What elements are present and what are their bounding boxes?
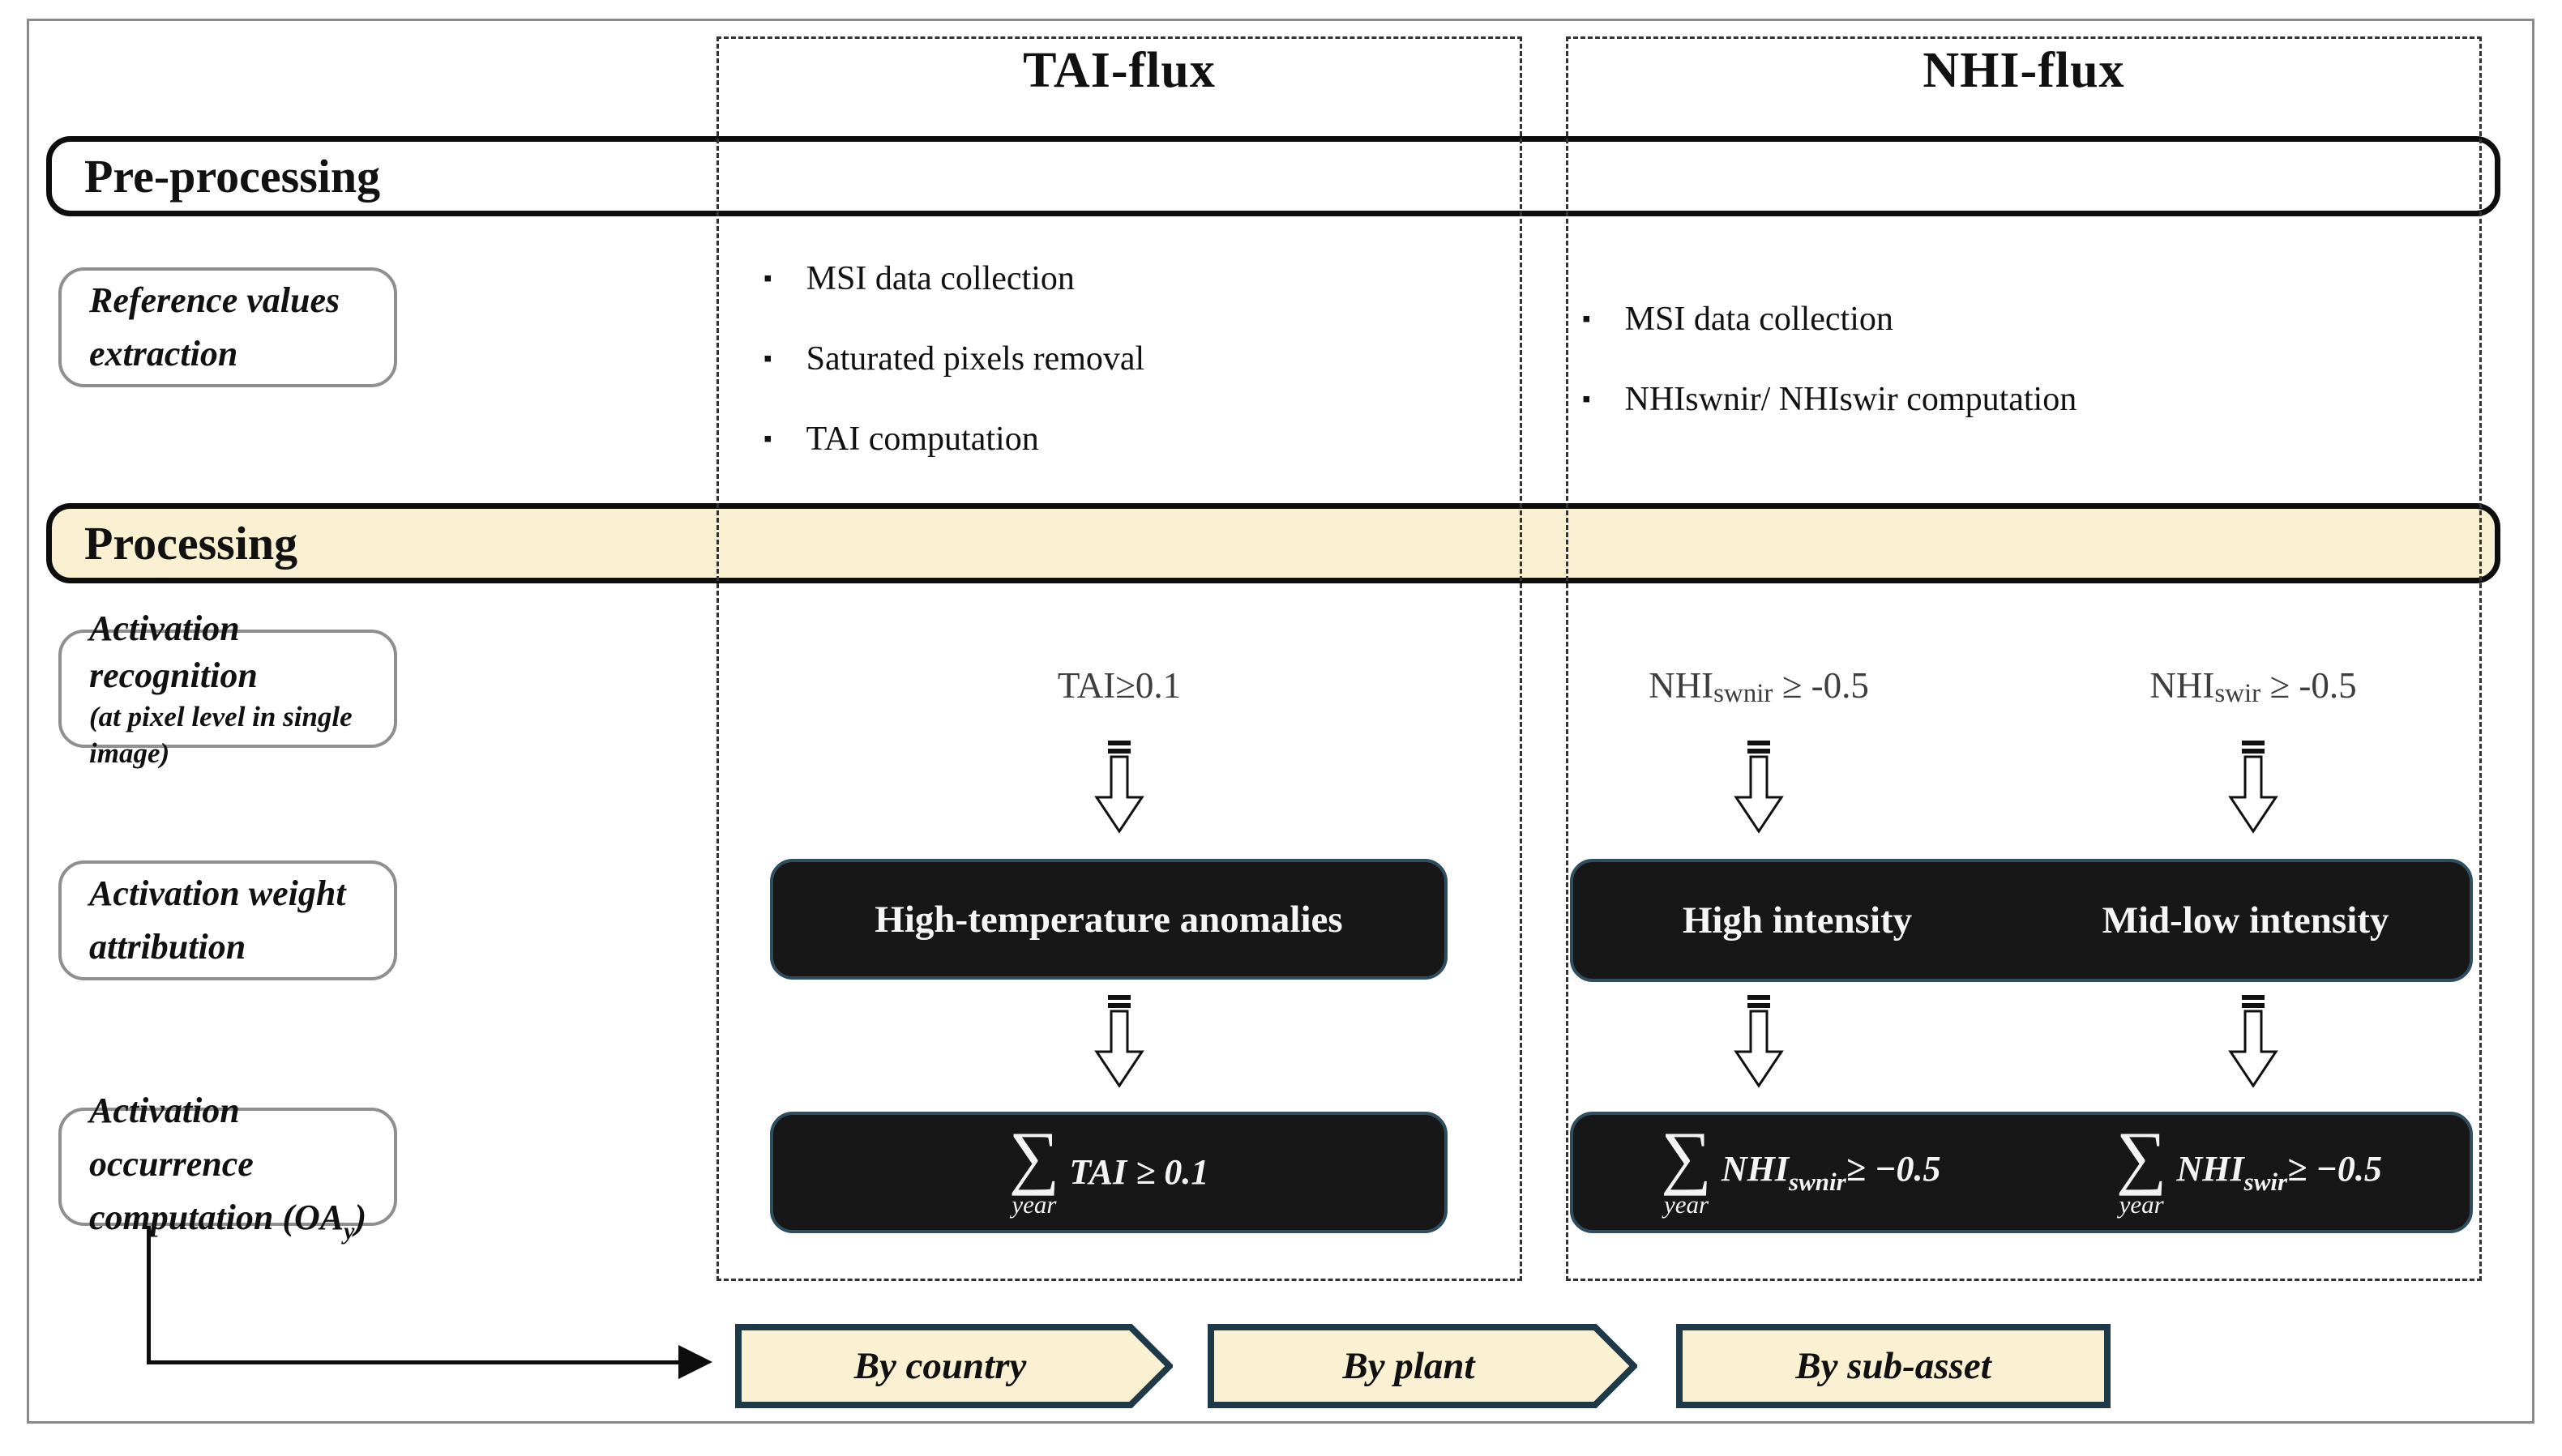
formula-comparison: ≥ −0.5 — [1846, 1148, 1941, 1189]
label-line: Reference values — [89, 280, 340, 320]
chevron-shape — [1208, 1324, 1637, 1408]
down-block-arrow-icon — [1094, 741, 1144, 834]
label-line: attribution — [89, 927, 246, 967]
formula-subscript: swnir — [1789, 1167, 1846, 1196]
label-line-part: computation (OA — [89, 1198, 344, 1237]
nhi-swir-threshold-condition: NHIswir ≥ -0.5 — [2010, 664, 2496, 709]
sum-formula: ∑ year NHIswir≥ −0.5 — [2115, 1118, 2382, 1219]
by-country-chevron: By country — [735, 1324, 1173, 1408]
label-line: extraction — [89, 334, 238, 374]
by-plant-chevron: By plant — [1208, 1324, 1637, 1408]
bullet-text: NHIswnir/ NHIswir computation — [1624, 381, 2077, 418]
sigma-group: ∑ year — [1008, 1118, 1060, 1219]
sigma-lower-limit: year — [1012, 1189, 1057, 1219]
sigma-symbol: ∑ — [1661, 1118, 1712, 1198]
bullet-text: MSI data collection — [806, 260, 1075, 297]
bullet-text: Saturated pixels removal — [806, 340, 1145, 378]
nhi-occurrence-formula-box: ∑ year NHIswnir≥ −0.5 ∑ year NHIswir≥ −0… — [1570, 1112, 2473, 1233]
mid-low-intensity-label: Mid-low intensity — [2102, 899, 2389, 941]
activation-weight-attribution-label: Activation weight attribution — [58, 860, 397, 980]
tai-preprocessing-steps: MSI data collection Saturated pixels rem… — [763, 259, 1145, 500]
condition-comparison: ≥ -0.5 — [2260, 665, 2357, 706]
down-block-arrow-icon — [1734, 995, 1784, 1088]
by-sub-asset-box: By sub-asset — [1676, 1324, 2111, 1408]
sigma-symbol: ∑ — [1008, 1118, 1060, 1198]
activation-recognition-label: Activation recognition (at pixel level i… — [58, 608, 397, 769]
formula-expression: TAI ≥ 0.1 — [1069, 1152, 1209, 1193]
sigma-lower-limit: year — [1663, 1189, 1709, 1219]
elbow-connector-horizontal — [147, 1360, 678, 1364]
nhi-preprocessing-steps: MSI data collection NHIswnir/ NHIswir co… — [1582, 300, 2077, 460]
sigma-group: ∑ year — [1661, 1118, 1712, 1219]
list-item: TAI computation — [763, 420, 1144, 459]
formula-base: NHI — [1721, 1148, 1789, 1189]
condition-subscript: swir — [2214, 679, 2261, 708]
tai-occurrence-formula-box: ∑ year TAI ≥ 0.1 — [770, 1112, 1448, 1233]
reference-values-extraction-label: Reference values extraction — [58, 267, 397, 387]
label-line: Activation recognition — [89, 608, 258, 695]
output-label: By plant — [1342, 1345, 1475, 1387]
bullet-text: TAI computation — [806, 421, 1039, 458]
oa-subscript: y — [344, 1218, 355, 1245]
high-temperature-anomalies-box: High-temperature anomalies — [770, 859, 1448, 980]
weight-box-label: High-temperature anomalies — [875, 898, 1343, 941]
figure-border — [27, 19, 2534, 1424]
list-item: MSI data collection — [1582, 300, 2077, 339]
elbow-connector-vertical — [147, 1225, 151, 1363]
down-block-arrow-icon — [1734, 741, 1784, 834]
sigma-lower-limit: year — [2119, 1189, 2164, 1219]
nhi-flux-column-title: NHI-flux — [1923, 43, 2125, 98]
formula-base: NHI — [2176, 1148, 2244, 1189]
nhi-swnir-threshold-condition: NHIswnir ≥ -0.5 — [1516, 664, 2002, 709]
label-subline: (at pixel level in single image) — [89, 700, 353, 770]
label-line: Activation occurrence — [89, 1091, 254, 1184]
pre-processing-stage-bar: Pre-processing — [46, 136, 2500, 216]
formula-expression: NHIswir≥ −0.5 — [2177, 1148, 2382, 1197]
tai-threshold-condition: TAI≥0.1 — [876, 664, 1362, 707]
condition-base: NHI — [2149, 665, 2215, 706]
condition-text: TAI≥0.1 — [1057, 665, 1182, 706]
activation-occurrence-computation-label: Activation occurrence computation (OAy) — [58, 1091, 397, 1245]
pre-processing-label: Pre-processing — [84, 150, 381, 203]
sigma-symbol: ∑ — [2115, 1118, 2167, 1198]
label-line: computation (OAy) — [89, 1191, 383, 1249]
rectangle-shape — [1676, 1324, 2111, 1408]
output-label: By country — [853, 1345, 1027, 1387]
sigma-group: ∑ year — [2115, 1118, 2167, 1219]
intensity-weight-box: High intensity Mid-low intensity — [1570, 859, 2473, 982]
bullet-text: MSI data collection — [1624, 301, 1893, 338]
list-item: NHIswnir/ NHIswir computation — [1582, 380, 2077, 419]
label-line: Activation weight — [89, 873, 346, 913]
processing-stage-bar: Processing — [46, 503, 2500, 583]
high-intensity-label: High intensity — [1682, 899, 1913, 941]
output-label: By sub-asset — [1795, 1345, 1991, 1387]
down-block-arrow-icon — [2228, 995, 2278, 1088]
formula-comparison: ≥ −0.5 — [2287, 1148, 2382, 1189]
list-item: MSI data collection — [763, 259, 1144, 298]
condition-comparison: ≥ -0.5 — [1773, 665, 1869, 706]
label-line-part: ) — [354, 1198, 367, 1237]
list-item: Saturated pixels removal — [763, 339, 1145, 378]
down-block-arrow-icon — [2228, 741, 2278, 834]
chevron-shape — [735, 1324, 1173, 1408]
formula-expression: NHIswnir≥ −0.5 — [1722, 1148, 1941, 1197]
sum-formula: ∑ year TAI ≥ 0.1 — [1008, 1118, 1209, 1219]
formula-subscript: swir — [2243, 1167, 2288, 1196]
condition-subscript: swnir — [1713, 679, 1773, 708]
right-arrowhead-icon — [678, 1345, 712, 1379]
processing-label: Processing — [84, 517, 298, 570]
down-block-arrow-icon — [1094, 995, 1144, 1088]
tai-flux-column-title: TAI-flux — [1023, 43, 1216, 98]
sum-formula: ∑ year NHIswnir≥ −0.5 — [1661, 1118, 1941, 1219]
condition-base: NHI — [1649, 665, 1714, 706]
